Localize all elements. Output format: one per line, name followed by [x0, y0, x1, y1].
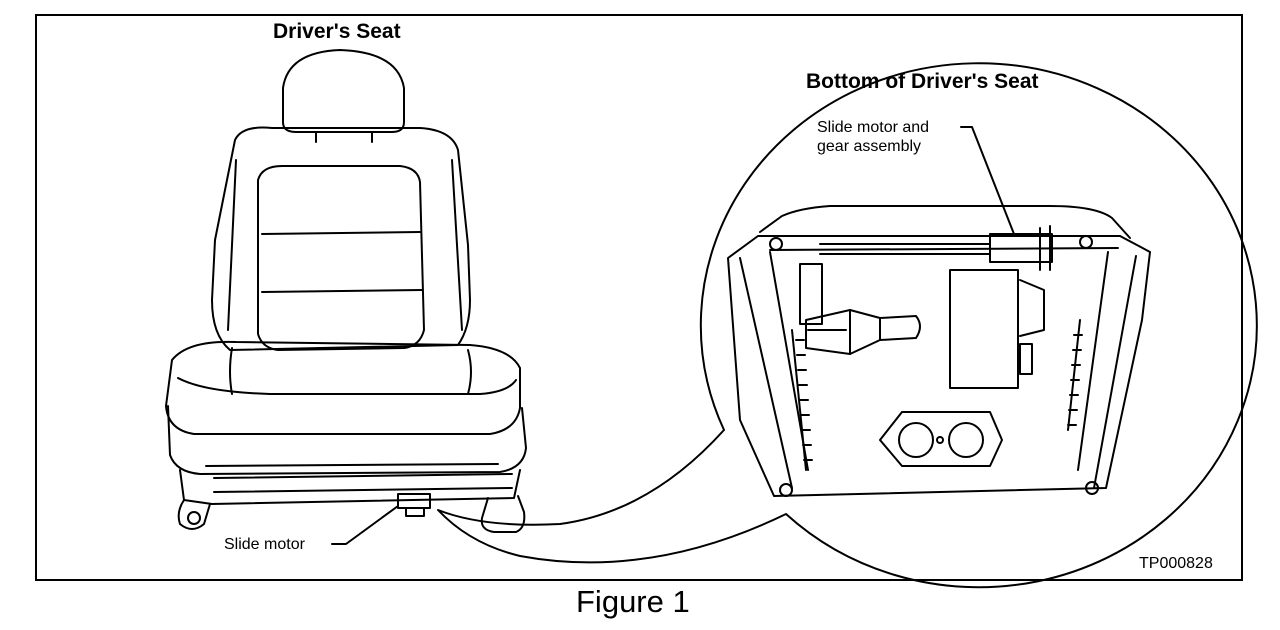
magnifier-circle — [437, 62, 1258, 589]
seat-cushion — [165, 340, 521, 435]
figure-caption: Figure 1 — [576, 584, 690, 619]
callout-slide-motor: Slide motor — [224, 536, 305, 553]
drivers-seat-drawing — [165, 49, 527, 545]
callout-motor-gear-line2: gear assembly — [817, 138, 922, 155]
floor-openings — [879, 411, 1003, 467]
seat-bottom-title: Bottom of Driver's Seat — [806, 70, 1039, 93]
slide-motor-gear-assembly — [989, 233, 1053, 263]
seat-track — [179, 469, 521, 505]
drawing-code: TP000828 — [1139, 555, 1213, 572]
slide-motor — [397, 493, 431, 509]
headrest — [282, 49, 405, 133]
seat-frame — [727, 235, 1151, 497]
seat-bottom-drawing — [727, 126, 1151, 497]
drivers-seat-title: Driver's Seat — [273, 20, 401, 43]
figure-frame — [35, 14, 1243, 581]
control-module — [949, 269, 1019, 389]
callout-motor-gear-line1: Slide motor and — [817, 119, 930, 136]
seat-back — [211, 126, 471, 351]
magnifier-callout — [437, 62, 1258, 589]
